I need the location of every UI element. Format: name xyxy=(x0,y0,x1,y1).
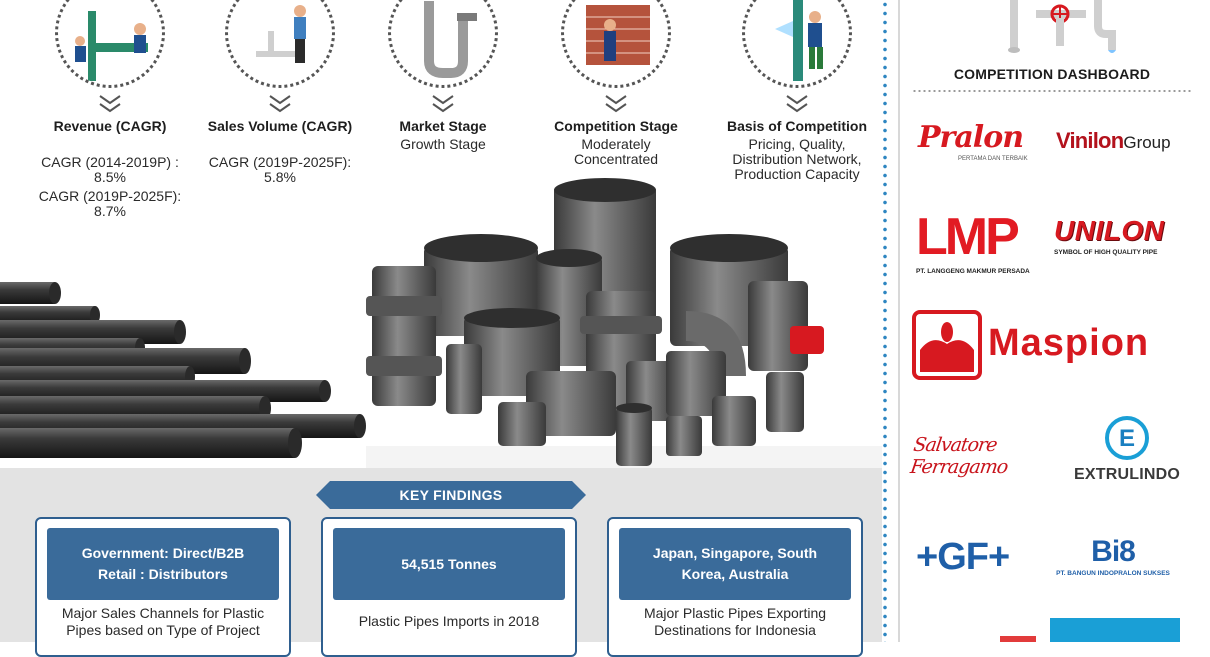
brand-name: UNILON xyxy=(1054,215,1165,246)
chevron-down-icon xyxy=(605,95,627,113)
logo-gf: +GF+ xyxy=(916,536,1028,582)
metric-value: CAGR (2019P-2025F):5.8% xyxy=(208,154,352,185)
logo-maspion: Maspion xyxy=(912,308,1182,382)
finding-description: Plastic Pipes Imports in 2018 xyxy=(358,613,540,629)
metric-value: Pricing, Quality,Distribution Network,Pr… xyxy=(732,136,862,182)
logo-vinilon-group: VinilonGroup xyxy=(1056,128,1186,160)
brand-mark: E xyxy=(1118,425,1135,452)
metric-title: Sales Volume (CAGR) xyxy=(207,118,353,134)
maspion-emblem-icon xyxy=(912,310,982,380)
brick-wall-worker-icon xyxy=(561,0,671,88)
chevron-down-icon xyxy=(269,95,291,113)
brand-name: Pralon xyxy=(918,120,1024,155)
metric-title: Basis of Competition xyxy=(726,118,867,134)
worker-icon xyxy=(225,0,335,88)
valve-pipes-icon xyxy=(1008,0,1116,53)
pvc-fittings-image xyxy=(366,178,882,472)
logo-salvatore-ferragamo: Salvatore Ferragamo xyxy=(908,434,1060,488)
logo-unilon: UNILON SYMBOL OF HIGH QUALITY PIPE xyxy=(1054,216,1180,266)
metric-title: Revenue (CAGR) xyxy=(53,118,167,134)
finding-headline: 54,515 Tonnes xyxy=(333,528,565,600)
brand-name: +GF+ xyxy=(916,536,1010,578)
chevron-down-icon xyxy=(432,95,454,113)
logo-partial-red xyxy=(1000,636,1036,642)
pvc-pipes-image xyxy=(0,282,366,458)
metric-title: Market Stage xyxy=(399,118,487,134)
panel-border xyxy=(898,0,900,642)
brand-name: Salvatore Ferragamo xyxy=(908,434,1009,478)
dashboard-divider xyxy=(912,90,1192,92)
section-divider xyxy=(882,0,888,642)
competition-dashboard-title: COMPETITION DASHBOARD xyxy=(953,66,1151,82)
pipe-repair-icon xyxy=(742,0,852,88)
brand-tagline: PT. LANGGENG MAKMUR PERSADA xyxy=(916,268,1030,275)
chevron-down-icon xyxy=(99,95,121,113)
pipe-fitting-icon xyxy=(388,0,498,88)
brand-tagline: SYMBOL OF HIGH QUALITY PIPE xyxy=(1054,249,1158,256)
brand-name: LMP xyxy=(916,208,1020,266)
brand-suffix: Group xyxy=(1123,133,1171,152)
brand-tagline: PT. BANGUN INDOPRALON SUKSES xyxy=(1056,570,1170,577)
key-findings-ribbon xyxy=(316,481,586,509)
key-findings-title: KEY FINDINGS xyxy=(399,487,503,503)
brand-name: Vinilon xyxy=(1056,128,1124,153)
brand-name: Bi8 xyxy=(1091,535,1136,568)
brand-tagline: PERTAMA DAN TERBAIK xyxy=(958,156,1028,162)
logo-pralon: Pralon PERTAMA DAN TERBAIK xyxy=(918,122,1028,168)
logo-extrulindo: E EXTRULINDO xyxy=(1072,416,1182,486)
extrulindo-emblem-icon: E xyxy=(1105,416,1149,460)
metric-value: CAGR (2014-2019P) :8.5% CAGR (2019P-2025… xyxy=(38,154,182,219)
logo-lmp: LMP PT. LANGGENG MAKMUR PERSADA xyxy=(916,210,1042,280)
brand-name: Maspion xyxy=(988,322,1150,364)
logo-bi8: Bi8 PT. BANGUN INDOPRALON SUKSES xyxy=(1046,536,1180,586)
plumbers-icon xyxy=(55,0,165,88)
metric-value: Growth Stage xyxy=(400,136,486,152)
finding-card-imports: 54,515 Tonnes Plastic Pipes Imports in 2… xyxy=(321,517,577,657)
logo-partial-blue xyxy=(1050,618,1180,642)
brand-name: EXTRULINDO xyxy=(1074,466,1180,483)
chevron-down-icon xyxy=(786,95,808,113)
metric-title: Competition Stage xyxy=(554,118,678,134)
